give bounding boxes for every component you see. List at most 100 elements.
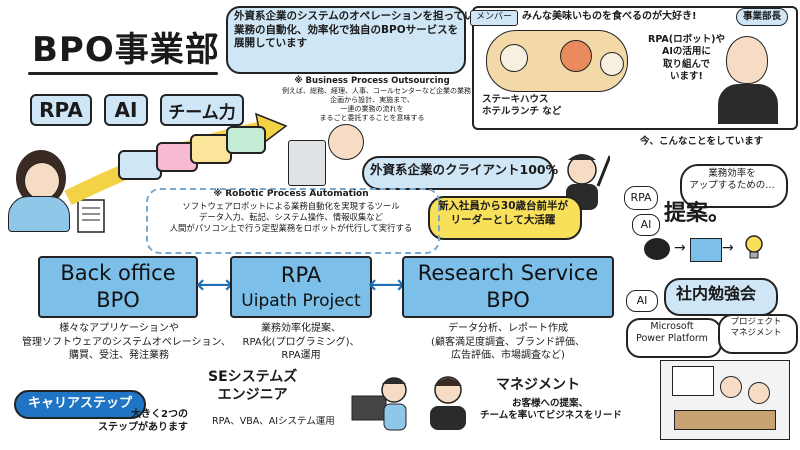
bpo-note-line-2: 企画から設計、実施まで、: [330, 96, 414, 105]
whiteboard-icon: [672, 366, 714, 396]
rpa-note-line-2: データ入力、転記、システム操作、情報収集など: [199, 211, 383, 222]
intro-text: 外資系企業のシステムのオペレーションを担っています 業務の自動化、効率化で独自の…: [234, 10, 496, 51]
rpa-note-line-3: 人間がパソコン上で行う定型業務をロボットが代行して実行する: [169, 222, 413, 233]
tag-rpa: RPA: [30, 94, 92, 126]
now-rpa-bubble: RPA: [624, 186, 658, 210]
clients-text: 外資系企業のクライアント100%: [370, 162, 559, 177]
young-cloud: [428, 196, 582, 240]
desc-line: (顧客満足度調査、ブランド評価、: [431, 336, 585, 348]
desc-line: RPA化(プログラミング)、: [242, 336, 360, 348]
intro-cloud: [226, 6, 466, 74]
tag-team: チーム力: [160, 94, 244, 126]
manager-quote: RPA(ロボット)や AIの活用に 取り組んで います!: [648, 34, 725, 83]
worker-face-illustration: [24, 162, 60, 200]
desc-line: 様々なアプリケーションや: [59, 323, 179, 334]
service-name-2: Uipath Project: [241, 290, 361, 311]
worker-body-illustration: [8, 196, 70, 232]
mgmt-desc-1: お客様への提案、: [511, 398, 588, 409]
service-name-1: Research Service: [417, 260, 599, 285]
manager-quote-3: 取り組んで: [662, 58, 710, 70]
ms-line-2: Power Platform: [636, 333, 708, 345]
plate-icon: [500, 44, 528, 72]
desc-line: 管理ソフトウェアのシステムオペレーション、: [22, 336, 231, 348]
manager-illustration: [418, 372, 478, 432]
desc-line: 広告評価、市場調査など): [451, 350, 565, 361]
bpo-note-line-4: まるごと委託することを意味する: [319, 114, 425, 123]
paper-stack-icon: [72, 196, 112, 236]
rpa-note-cloud: [146, 188, 440, 254]
intro-line-3: 展開しています: [234, 37, 308, 50]
bpo-note-line-3: 一連の業務の流れを: [340, 105, 404, 114]
server-icon: [288, 140, 326, 186]
manager-quote-2: AIの活用に: [662, 46, 711, 58]
study-text: 社内勉強会: [676, 284, 757, 303]
double-arrow-icon: ⟷: [196, 270, 234, 300]
arrow-right-icon: →: [674, 240, 686, 256]
member-label: メンバー: [470, 10, 519, 26]
study-ai-bubble: AI: [626, 290, 658, 312]
mgmt-desc: お客様への提案、 チームを率いてビジネスをリード: [480, 398, 622, 423]
clients-cloud: [362, 156, 554, 190]
ms-text: Microsoft Power Platform: [628, 321, 716, 346]
ms-line-1: Microsoft: [650, 321, 694, 332]
career-text-2: ステップがあります: [98, 422, 188, 433]
now-ai-bubble: AI: [632, 214, 660, 236]
service-desc-back-office: 様々なアプリケーションや 管理ソフトウェアのシステムオペレーション、 購買、受注…: [22, 322, 231, 363]
person-icon-2: [748, 382, 770, 404]
rpa-note: ※ Robotic Process Automation ソフトウェアロボットに…: [150, 189, 432, 233]
young-line-1: 新入社員から30歳台前半が: [437, 200, 569, 212]
intro-line-2: 業務の自動化、効率化で独自のBPOサービスを: [234, 23, 459, 36]
desc-line: 購買、受注、発注業務: [69, 350, 169, 361]
member-caption: みんな美味いものを食べるのが大好き!: [522, 11, 697, 22]
photo-caption-2: ホテルランチ など: [482, 106, 562, 118]
service-desc-rpa: 業務効率化提案、 RPA化(プログラミング)、 RPA運用: [228, 322, 374, 363]
service-rpa: RPA Uipath Project: [230, 256, 372, 318]
bpo-note-line-1: 例えば、総務、経理、人事、コールセンターなど企業の業務プロセスの一部を、: [282, 87, 534, 96]
mgmt-desc-2: チームを率いてビジネスをリード: [480, 410, 622, 422]
service-research: Research Service BPO: [402, 256, 614, 318]
se-title-1: SEシステムズ: [208, 369, 298, 385]
intro-line-1: 外資系企業のシステムのオペレーションを担っています: [234, 10, 496, 22]
study-cloud: [664, 278, 778, 316]
se-desc: RPA、VBA、AIシステム運用: [212, 416, 335, 427]
service-name-2: BPO: [486, 288, 530, 312]
pm-text: プロジェクト マネジメント: [720, 317, 792, 339]
engineer-illustration: [348, 372, 408, 432]
double-arrow-icon-2: ⟷: [368, 270, 406, 300]
pm-cloud: [718, 314, 798, 354]
now-heading: 今、こんなことをしています: [640, 136, 764, 147]
now-proposal: 提案。: [664, 201, 731, 226]
light-bulb-icon: [744, 234, 764, 260]
service-desc-research: データ分析、レポート作成 (顧客満足度調査、ブランド評価、 広告評価、市場調査な…: [410, 322, 606, 363]
now-bubble: [680, 164, 788, 208]
bpo-note-title: ※ Business Process Outsourcing: [294, 76, 450, 86]
member-photo-caption: ステーキハウス ホテルランチ など: [482, 94, 561, 119]
service-back-office: Back office BPO: [38, 256, 198, 318]
steak-icon: [560, 40, 592, 72]
manager-face-illustration: [726, 36, 768, 84]
page-title: BPO事業部: [32, 30, 220, 70]
photo-caption-1: ステーキハウス: [482, 94, 549, 105]
now-bubble-text: 業務効率を アップするための…: [684, 168, 780, 193]
rpa-note-line-1: ソフトウェアロボットによる業務自動化を実現するツール: [182, 200, 400, 211]
desc-line: 業務効率化提案、: [261, 323, 341, 334]
manager-quote-1: RPA(ロボット)や: [648, 34, 725, 45]
pm-line-1: プロジェクト: [730, 317, 782, 327]
arrow-right-icon-2: →: [722, 240, 734, 256]
solution-box-icon: [690, 238, 722, 262]
now-bubble-line-1: 業務効率を: [708, 168, 756, 179]
chat-bubble-icon-4: [226, 126, 266, 154]
young-line-2: リーダーとして大活躍: [450, 213, 556, 226]
desc-line: RPA運用: [281, 350, 321, 361]
title-underline: [28, 72, 218, 75]
person-icon: [720, 376, 742, 398]
service-name-2: BPO: [96, 288, 140, 312]
bpo-note: ※ Business Process Outsourcing 例えば、総務、経理…: [282, 76, 534, 123]
career-text: 大きく2つの ステップがあります: [98, 408, 188, 434]
plate-icon-2: [600, 52, 624, 76]
rpa-note-title: ※ Robotic Process Automation: [213, 189, 369, 199]
manager-quote-4: います!: [670, 71, 703, 83]
career-text-1: 大きく2つの: [131, 409, 188, 420]
chat-bubble-icon-3: [190, 134, 232, 164]
now-bubble-line-2: アップするための…: [689, 180, 775, 192]
